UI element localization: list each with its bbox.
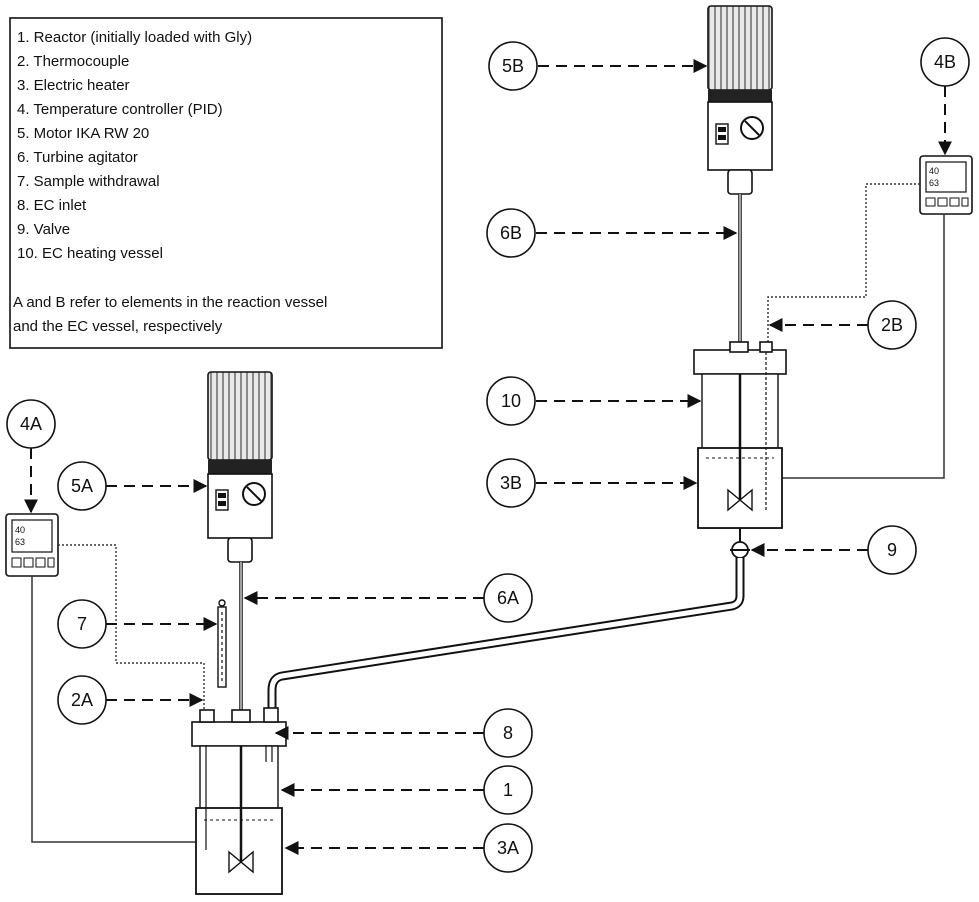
callout-5b: 5B [488,41,538,91]
controller-4b: 40 63 [919,155,973,215]
callout-2b: 2B [867,300,917,350]
callout-8-label: 8 [503,723,513,743]
callout-3a: 3A [483,823,533,873]
callout-3b-label: 3B [500,473,522,493]
legend-item-sample: 7. Sample withdrawal [17,173,160,190]
legend-item-motor: 5. Motor IKA RW 20 [17,125,149,142]
legend-item-ec-inlet: 8. EC inlet [17,197,87,214]
callout-3b: 3B [486,458,536,508]
wire-4a-thermocouple [58,544,205,712]
callout-2a: 2A [57,675,107,725]
legend-item-reactor: 1. Reactor (initially loaded with Gly) [17,29,252,46]
callout-4a: 4A [6,399,56,449]
callout-4b-label: 4B [934,52,956,72]
legend-item-thermocouple: 2. Thermocouple [17,53,129,70]
legend-item-controller: 4. Temperature controller (PID) [17,101,223,118]
callout-1: 1 [483,765,533,815]
callout-5a: 5A [57,461,107,511]
wire-4b-thermocouple [767,183,920,345]
callout-6a: 6A [483,573,533,623]
motor-5a [207,371,273,563]
callout-6b-label: 6B [500,223,522,243]
motor-5b [707,5,773,195]
callout-2a-label: 2A [71,690,93,710]
legend-item-valve: 9. Valve [17,221,70,238]
controller-4b-display-line2: 63 [929,178,939,188]
callout-6b: 6B [486,208,536,258]
reactor-1 [191,707,287,895]
callout-5a-label: 5A [71,476,93,496]
callout-6a-label: 6A [497,588,519,608]
callout-9: 9 [867,525,917,575]
callout-2b-label: 2B [881,315,903,335]
controller-4a-display-line1: 40 [15,525,25,535]
callout-10: 10 [486,376,536,426]
sample-withdrawal-7 [217,599,227,688]
callout-8: 8 [483,708,533,758]
controller-4a: 40 63 [5,513,59,577]
ec-vessel-10 [693,341,787,529]
wire-4a-heater [31,576,200,843]
callout-1-label: 1 [503,780,513,800]
legend-item-agitator: 6. Turbine agitator [17,149,138,166]
controller-4a-display-line2: 63 [15,537,25,547]
legend-item-ec-vessel: 10. EC heating vessel [17,245,163,262]
legend-box: 1. Reactor (initially loaded with Gly) 2… [9,17,443,349]
callout-7-label: 7 [77,614,87,634]
callout-9-label: 9 [887,540,897,560]
callout-4a-label: 4A [20,414,42,434]
callout-7: 7 [57,599,107,649]
callout-5b-label: 5B [502,56,524,76]
callout-10-label: 10 [501,391,521,411]
wire-4b-heater [780,214,945,479]
valve-9 [730,528,750,559]
legend-item-heater: 3. Electric heater [17,77,130,94]
callout-4b: 4B [920,37,970,87]
callout-3a-label: 3A [497,838,519,858]
legend-note-line2: and the EC vessel, respectively [13,318,223,335]
controller-4b-display-line1: 40 [929,166,939,176]
legend-note-line1: A and B refer to elements in the reactio… [13,294,327,311]
